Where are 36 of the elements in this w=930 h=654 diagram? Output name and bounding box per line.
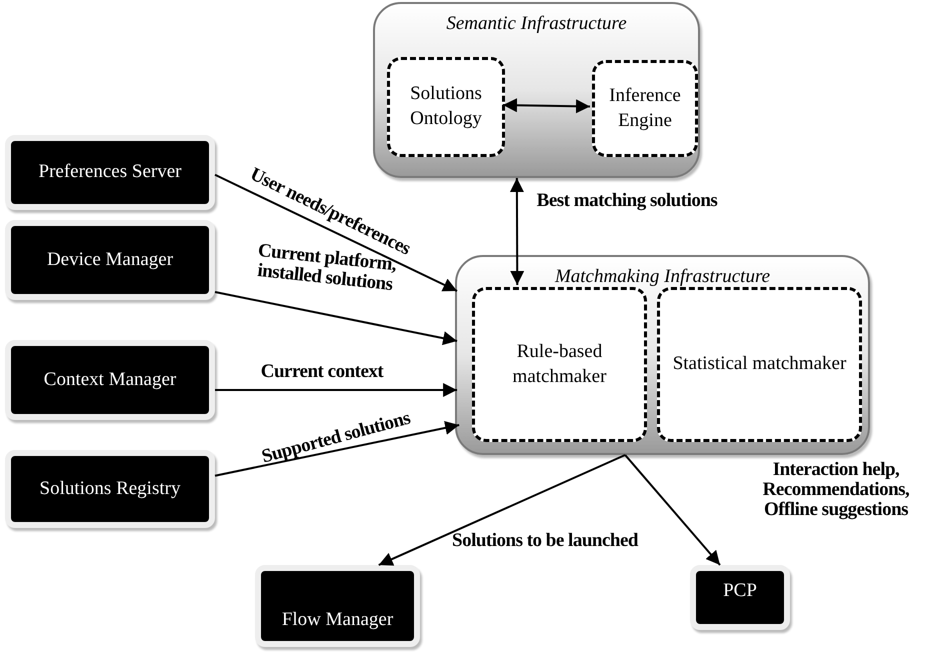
arrow	[624, 454, 721, 566]
component-box	[690, 565, 790, 630]
infrastructure-panel	[455, 255, 870, 455]
component-label: Statistical matchmaker	[672, 352, 846, 376]
component-label: Solutions Registry	[40, 476, 180, 501]
arrow	[502, 98, 590, 114]
component-label: Context Manager	[44, 368, 176, 392]
component-box	[5, 340, 215, 420]
edge-label: Current context	[260, 362, 385, 382]
component-box	[5, 450, 215, 528]
component-label: Flow Manager	[282, 608, 394, 632]
arrow	[214, 174, 458, 292]
arrow	[215, 383, 458, 397]
component-box	[5, 220, 215, 300]
arrow	[214, 421, 460, 477]
edge-label: Best matching solutions	[536, 191, 718, 211]
arrow	[214, 291, 458, 346]
edge-label: Solutions to be launched	[451, 531, 640, 551]
component-label: PCP	[723, 579, 757, 603]
component-label: Inference Engine	[608, 84, 682, 132]
component-box	[657, 287, 862, 442]
component-box	[472, 287, 647, 442]
arrow	[378, 454, 626, 566]
arrow	[510, 178, 524, 285]
component-box	[387, 57, 505, 157]
component-box	[5, 135, 215, 210]
panel-title: Matchmaking Infrastructure	[554, 265, 772, 289]
component-label: Device Manager	[46, 248, 174, 272]
panel-title: Semantic Infrastructure	[445, 12, 628, 36]
component-box	[592, 60, 698, 157]
edge-label: Interaction help, Recommendations, Offline suggestions	[762, 460, 910, 520]
infrastructure-panel	[373, 2, 700, 178]
component-label: Rule-based matchmaker	[512, 340, 608, 388]
component-label: Solutions Ontology	[409, 82, 483, 131]
component-label: Preferences Server	[38, 160, 182, 184]
component-box	[255, 565, 420, 647]
